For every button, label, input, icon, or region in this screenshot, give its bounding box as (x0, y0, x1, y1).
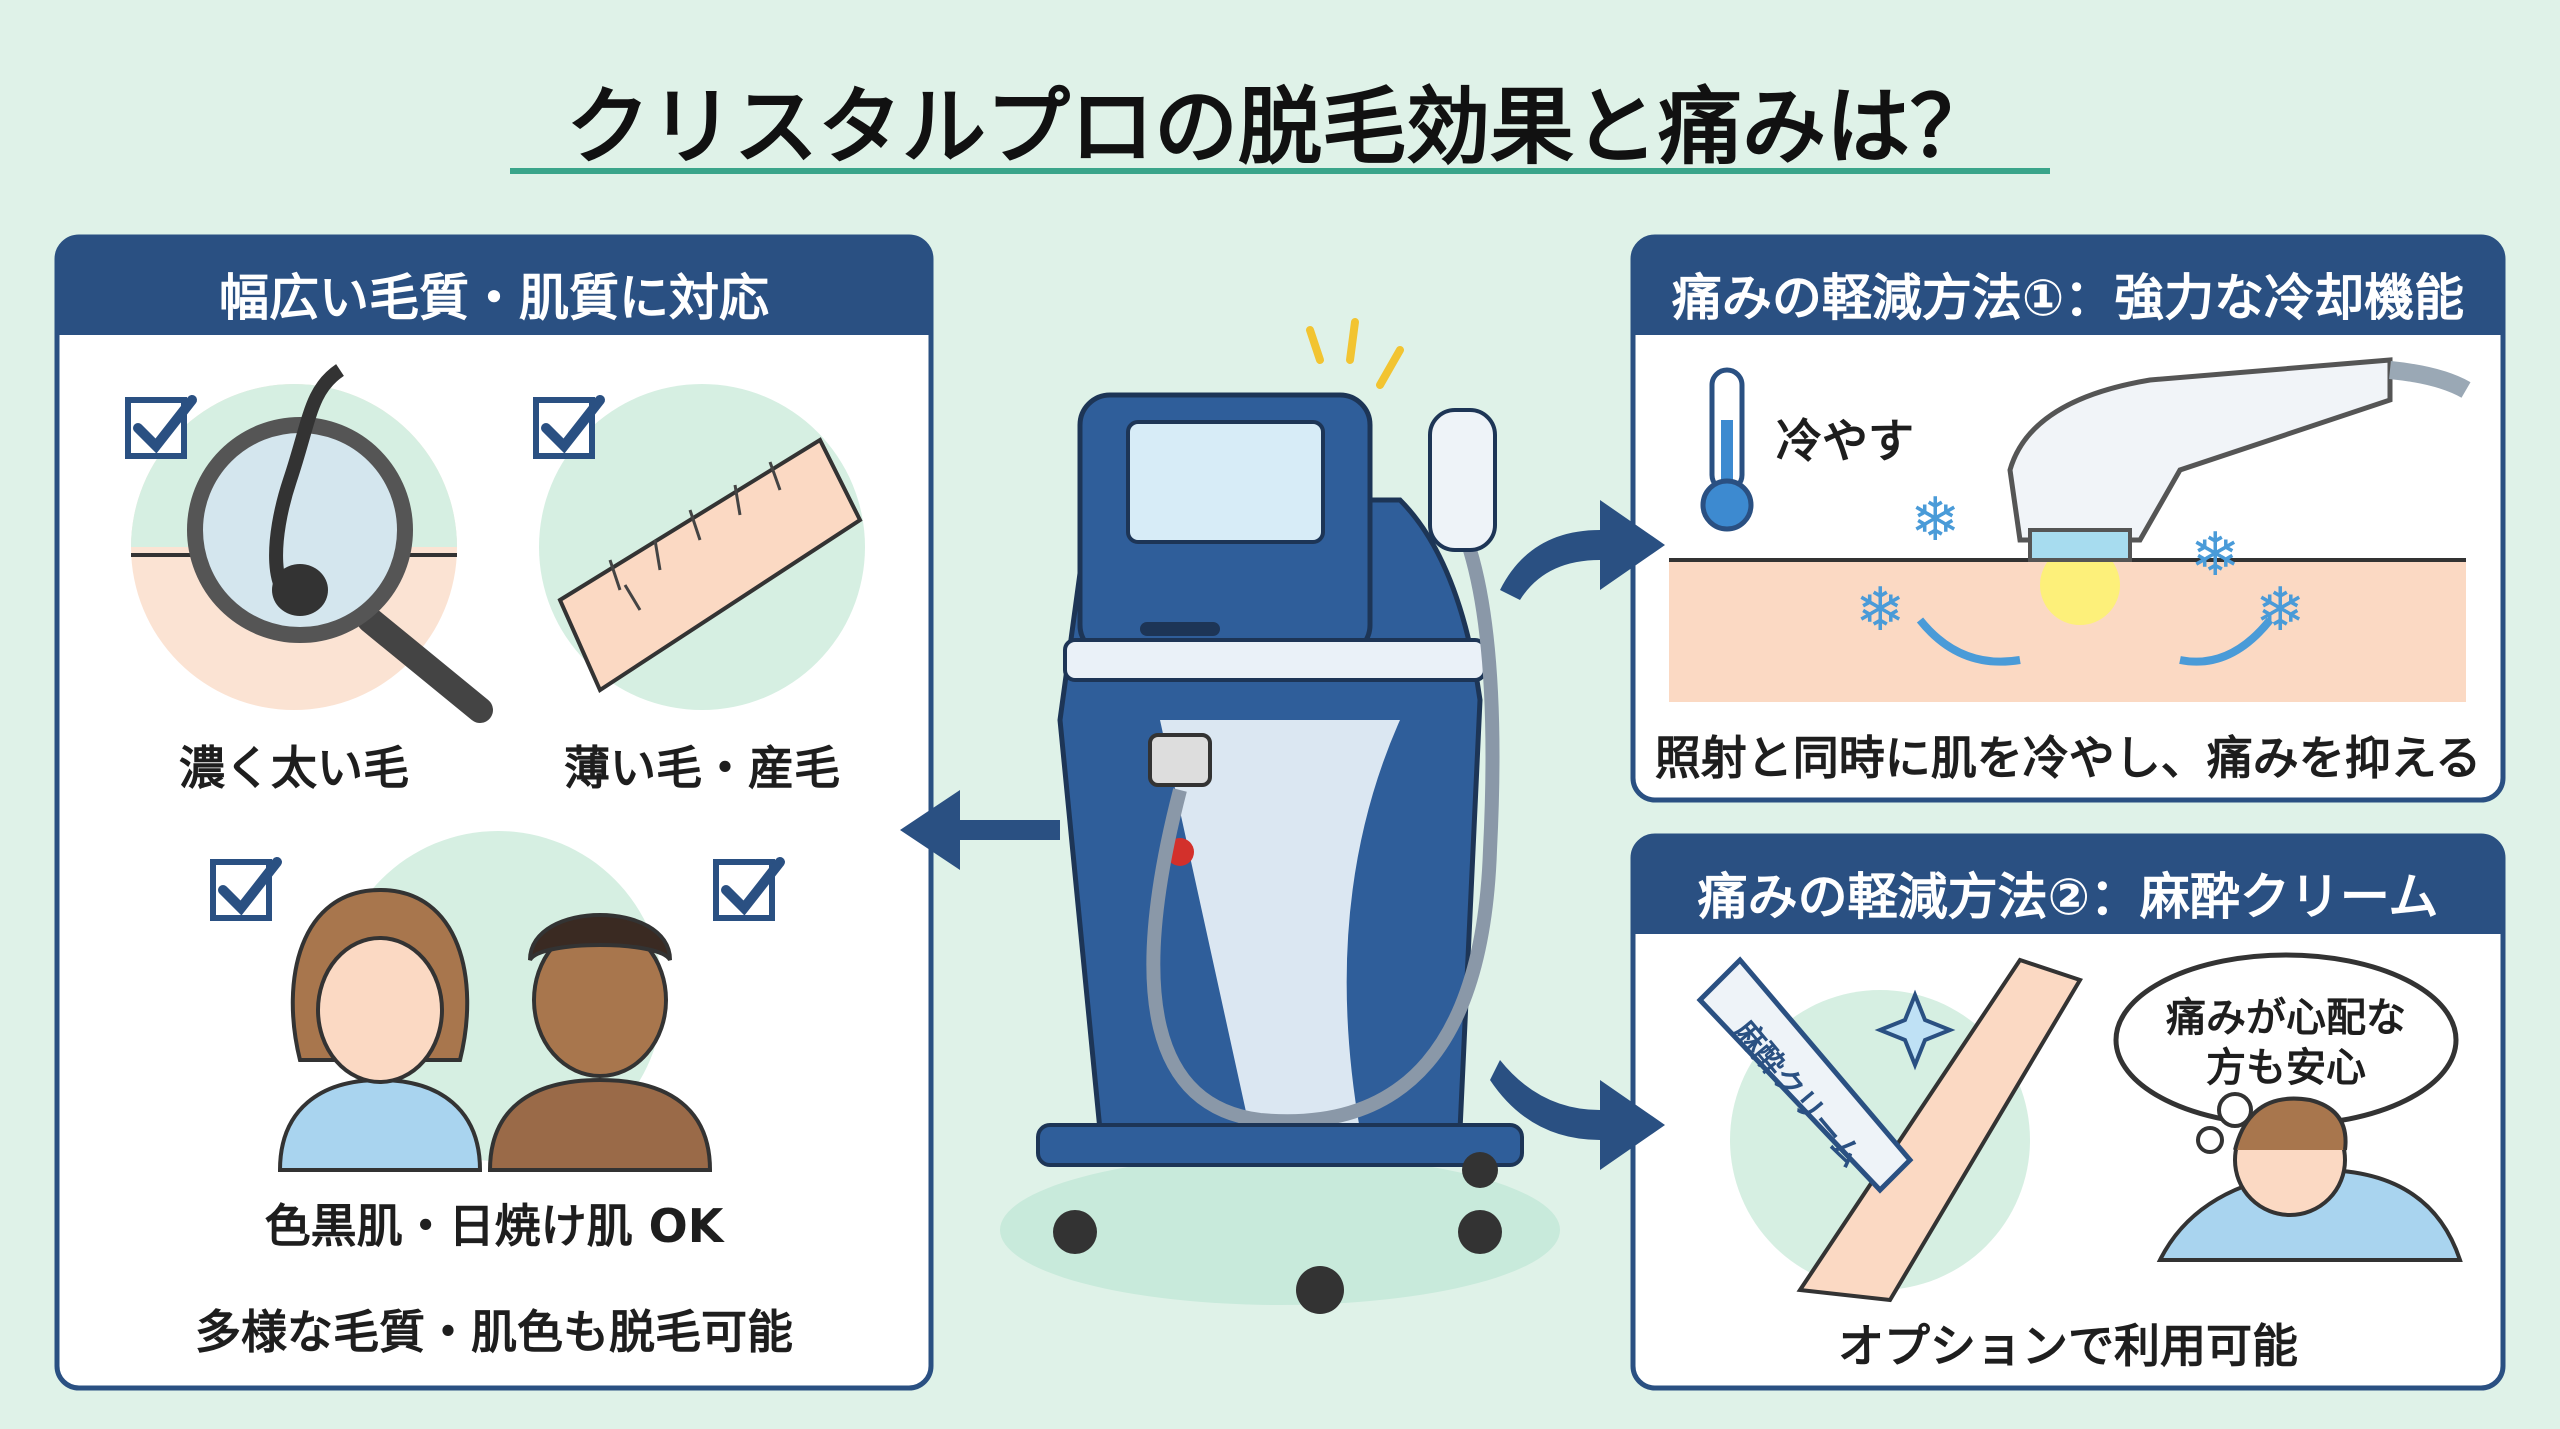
thick-hair-label: 濃く太い毛 (179, 741, 409, 795)
crystal-pro-machine-icon (1000, 318, 1560, 1314)
right-top-header: 痛みの軽減方法①：強力な冷却機能 (1671, 269, 2465, 327)
left-panel-summary: 多様な毛質・肌色も脱毛可能 (195, 1305, 793, 1359)
thin-hair-label: 薄い毛・産毛 (564, 741, 840, 795)
skin-tone-label: 色黒肌・日焼け肌 OK (264, 1199, 724, 1253)
svg-text:❄: ❄ (2190, 520, 2240, 590)
thin-hair-arm-icon (539, 384, 865, 710)
numbing-cream-icon (1696, 956, 2083, 1303)
left-panel-header: 幅広い毛質・肌質に対応 (219, 269, 769, 327)
relaxed-person-icon (2156, 1096, 2463, 1262)
thought-line-1: 痛みが心配な (2166, 995, 2406, 1041)
thermometer-icon (1700, 367, 1754, 532)
arrow-icon (900, 500, 1665, 1170)
svg-text:❄: ❄ (2255, 575, 2305, 645)
cooling-skin-icon (1669, 357, 2471, 702)
people-skin-tones-icon (277, 831, 713, 1172)
thought-bubble-icon (2113, 952, 2459, 1154)
title-underline (510, 168, 2050, 174)
right-bottom-header: 痛みの軽減方法②：麻酔クリーム (1697, 868, 2439, 926)
thought-line-2: 方も安心 (2206, 1045, 2366, 1091)
cooling-caption: 照射と同時に肌を冷やし、痛みを抑える (1654, 731, 2482, 785)
cool-label: 冷やす (1776, 414, 1914, 468)
cream-caption: オプションで利用可能 (1838, 1319, 2298, 1373)
check-mark-icon (133, 395, 785, 916)
svg-text:❄: ❄ (1855, 575, 1905, 645)
page-title: クリスタルプロの脱毛効果と痛みは？ (565, 78, 1995, 176)
thick-hair-magnifier-icon (131, 364, 493, 723)
snowflake-icon: ❄❄❄❄ (1855, 485, 2305, 645)
svg-text:❄: ❄ (1910, 485, 1960, 555)
